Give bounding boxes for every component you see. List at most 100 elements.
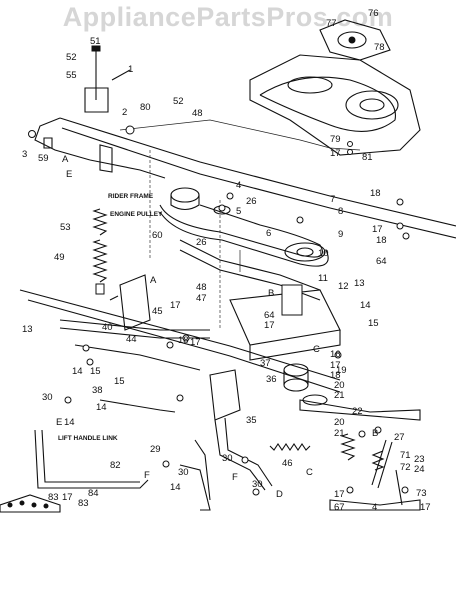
part-label: 52 (173, 96, 184, 107)
caption-engine-pulley: ENGINE PULLEY (110, 211, 163, 218)
part-label: 17 (420, 502, 431, 513)
part-label: 5 (236, 206, 241, 217)
part-label: 64 (264, 310, 275, 321)
part-label: F (232, 472, 238, 483)
part-label: 27 (394, 432, 405, 443)
part-label: 49 (54, 252, 65, 263)
rider-frame (19, 117, 456, 393)
part-label: 18 (178, 335, 189, 346)
part-label: 52 (66, 52, 77, 63)
part-label: 13 (22, 324, 33, 335)
clutch-bracket (229, 284, 421, 421)
drive-belt-assembly (159, 187, 329, 301)
spring-rod-assembly (329, 433, 421, 511)
extension-spring (269, 443, 311, 451)
part-label: 15 (368, 318, 379, 329)
part-label: D (276, 489, 283, 500)
part-label: 38 (92, 385, 103, 396)
pedal-linkage (59, 274, 210, 371)
part-label: 26 (246, 196, 257, 207)
part-label: 51 (90, 36, 101, 47)
part-label: 13 (354, 278, 365, 289)
part-label: A (150, 275, 157, 286)
bracket-assembly-top-left (28, 45, 135, 149)
part-label: 79 (330, 134, 341, 145)
part-label: 9 (338, 229, 343, 240)
caption-rider-frame: RIDER FRAME (108, 193, 154, 200)
part-label: 1 (128, 64, 133, 75)
part-label: 15 (90, 366, 101, 377)
part-label: 67 (334, 502, 345, 513)
part-label: 84 (88, 488, 99, 499)
shift-arm (179, 369, 273, 511)
part-label: 17 (372, 224, 383, 235)
part-label: 59 (38, 153, 49, 164)
part-label: 30 (252, 479, 263, 490)
part-label: C (306, 467, 313, 478)
part-label: 47 (196, 293, 207, 304)
part-label: 30 (222, 453, 233, 464)
part-label: 40 (102, 322, 113, 333)
part-label: 71 (400, 450, 411, 461)
part-label: 14 (72, 366, 83, 377)
caption-lift-handle-link: LIFT HANDLE LINK (58, 435, 118, 442)
part-label: 26 (196, 237, 207, 248)
part-label: 15 (114, 376, 125, 387)
part-label: 55 (66, 70, 77, 81)
part-label: 12 (338, 281, 349, 292)
part-label: 82 (110, 460, 121, 471)
part-label: 18 (370, 188, 381, 199)
part-label: 6 (266, 228, 271, 239)
part-label: 2 (122, 107, 127, 118)
part-label: 18 (330, 370, 341, 381)
part-label: 14 (170, 482, 181, 493)
part-label: 77 (326, 18, 337, 29)
part-label: B (372, 428, 378, 439)
hardware-fasteners (82, 192, 410, 468)
part-label: 64 (376, 256, 387, 267)
watermark-text: AppliancePartsPros.com (62, 2, 394, 32)
part-label: 24 (414, 464, 425, 475)
part-label: 17 (334, 489, 345, 500)
part-label: 3 (22, 149, 27, 160)
part-label: 44 (126, 334, 137, 345)
part-label: 21 (334, 390, 345, 401)
part-label: 17 (330, 148, 341, 159)
part-label: 14 (64, 417, 75, 428)
part-label: 83 (48, 492, 59, 503)
part-label: 35 (246, 415, 257, 426)
part-label: 30 (42, 392, 53, 403)
part-label: 73 (416, 488, 427, 499)
lift-handle-link (34, 394, 184, 489)
part-label: 72 (400, 462, 411, 473)
part-label: 20 (334, 380, 345, 391)
part-label: 11 (318, 273, 328, 284)
part-labels: 51 1 52 55 76 77 78 2 80 52 48 3 59 A E … (22, 8, 431, 513)
part-label: 83 (78, 498, 89, 509)
part-label: 17 (62, 492, 73, 503)
part-label: 45 (152, 306, 163, 317)
part-label: 4 (236, 180, 241, 191)
part-label: 23 (414, 454, 425, 465)
footrest-plate (0, 494, 61, 513)
part-label: 16 (330, 349, 341, 360)
part-label: 48 (192, 108, 203, 119)
part-label: 22 (352, 406, 363, 417)
part-label: 17 (330, 360, 341, 371)
part-label: 76 (368, 8, 379, 19)
part-label: 30 (178, 467, 189, 478)
spring-and-bolt (92, 208, 108, 295)
part-label: 36 (266, 374, 277, 385)
part-label: 48 (196, 282, 207, 293)
part-label: 37 (260, 358, 271, 369)
part-label: 19 (336, 365, 347, 376)
part-label: 14 (96, 402, 107, 413)
part-label: 17 (264, 320, 275, 331)
part-label: E (56, 417, 62, 428)
part-label: 60 (152, 230, 163, 241)
part-label: 46 (282, 458, 293, 469)
part-label: 81 (362, 152, 373, 163)
part-label: F (144, 470, 150, 481)
part-label: 29 (150, 444, 161, 455)
